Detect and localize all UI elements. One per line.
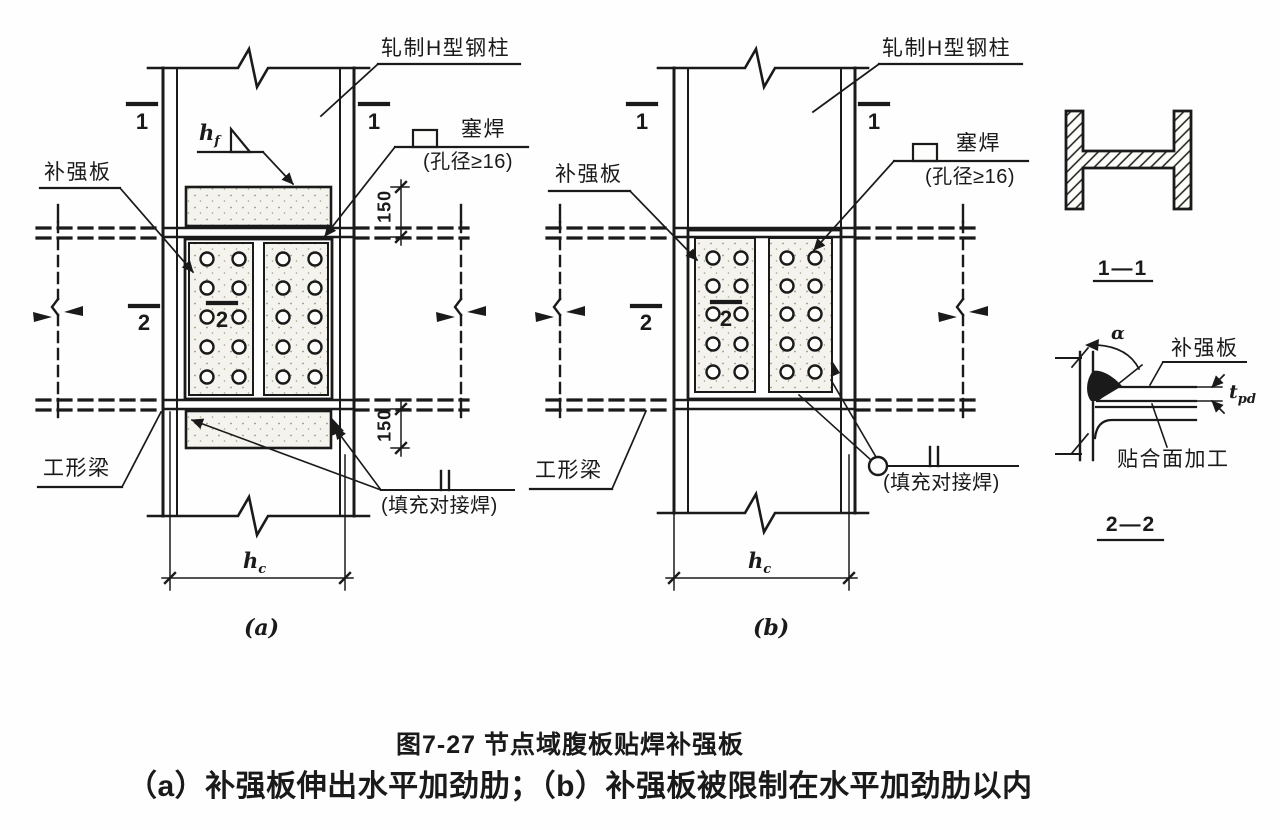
section-mark-1-left-a: 1: [135, 109, 149, 134]
angle-alpha-label: α: [1111, 323, 1125, 344]
column-flange-22: [1055, 346, 1095, 462]
section-mark-1-right-b: 1: [867, 109, 881, 134]
section-mark-1-left-b: 1: [635, 109, 649, 134]
hc-base: h: [243, 548, 259, 573]
dim-150-bottom-a: [390, 401, 410, 457]
label-plug-weld-note-b: (孔径≥16): [925, 166, 1016, 188]
subfigure-tag-a: (a): [244, 615, 280, 641]
dim-hc-b: [665, 454, 858, 591]
reinforce-plate-b: [686, 228, 843, 401]
column-b: [656, 45, 870, 536]
section-mark-bars-a: [125, 101, 391, 309]
parallel-weld-mark-icon: [928, 445, 940, 468]
dim-hc-a: [161, 411, 354, 591]
butt-weld-callout-a: [190, 418, 515, 492]
section-mark-1-right-a: 1: [367, 109, 381, 134]
dim-150-top-a: [390, 179, 410, 246]
hc-sub: c: [258, 562, 267, 578]
reinforce-plate-a: [183, 185, 344, 450]
beam-break-right-b: [938, 203, 988, 419]
label-weld-size-hf-a: hf: [199, 120, 220, 150]
dim-150-top-label-a: 150: [374, 189, 395, 223]
dim-tpd-22: [1195, 373, 1226, 415]
beam-break-right-a: [436, 203, 486, 419]
section-1-1-title: 1—1: [1097, 257, 1149, 280]
label-reinforce-plate-a: 补强板: [44, 161, 112, 184]
hf-sub: f: [214, 134, 220, 150]
section-mark-2-inner-b: 2: [719, 306, 733, 331]
label-plug-weld-b: 塞焊: [956, 132, 1001, 155]
column-callout-a: [319, 62, 522, 118]
section-2-2: [1055, 339, 1247, 542]
label-reinforce-plate-b: 补强板: [555, 163, 623, 186]
section-mark-2-inner-a: 2: [215, 307, 229, 332]
beam-callout-b: [528, 409, 648, 491]
label-butt-weld-b: (填充对接焊): [883, 472, 1000, 494]
section-mark-2-left-b: 2: [639, 310, 653, 335]
label-reinforce-plate-22: 补强板: [1171, 337, 1239, 360]
label-rolled-h-column-b: 轧制H型钢柱: [882, 37, 1012, 60]
plate-callout-b: [547, 189, 699, 262]
tpd-base: t: [1229, 381, 1238, 403]
label-i-beam-a: 工形梁: [43, 457, 111, 480]
dim-hc-label-b: hc: [748, 548, 772, 578]
beam-break-left-a: [33, 203, 83, 419]
plug-weld-holes-a: [199, 251, 323, 385]
dim-tpd-label: tpd: [1229, 381, 1256, 408]
section-mark-bars-b: [625, 101, 891, 309]
label-plug-weld-a: 塞焊: [461, 118, 506, 141]
label-butt-weld-a: (填充对接焊): [381, 495, 498, 517]
fillet-weld-symbol-a: [196, 125, 295, 186]
h-column-cross-section: [1064, 109, 1193, 211]
surface-callout-22: [1150, 402, 1169, 449]
column-web-22: [1093, 405, 1198, 440]
figure-caption-title: 图7-27 节点域腹板贴焊补强板: [396, 731, 744, 759]
figure-caption-subtitle: （a）补强板伸出水平加劲肋；（b）补强板被限制在水平加劲肋以内: [127, 770, 1033, 803]
beam-hidden-lines-b: [545, 226, 977, 412]
subfigure-tag-b: (b): [753, 615, 790, 641]
parallel-weld-mark-icon: [439, 469, 451, 492]
butt-weld-callout-b: [797, 378, 1019, 477]
beam-break-left-b: [535, 203, 585, 419]
column-callout-b: [811, 62, 1024, 114]
dim-hc-label-a: hc: [243, 548, 267, 578]
fillet-weld-22: [1087, 370, 1122, 401]
section-2-2-title: 2—2: [1105, 513, 1157, 536]
label-plug-weld-note-a: (孔径≥16): [423, 151, 514, 173]
column-a: [146, 45, 371, 539]
label-i-beam-b: 工形梁: [535, 459, 603, 482]
plug-weld-callout-b: [812, 142, 1030, 252]
hf-base: h: [199, 120, 215, 145]
beam-callout-a: [36, 410, 163, 489]
plate-callout-22: [1148, 360, 1247, 387]
section-1-1: [1064, 109, 1193, 283]
hc-base: h: [748, 548, 764, 573]
plug-weld-callout-a: [323, 128, 530, 238]
section-mark-2-left-a: 2: [137, 310, 151, 335]
diagram-a: [33, 45, 530, 591]
plug-weld-holes-b: [705, 250, 823, 380]
angle-annotation-22: [1085, 339, 1141, 371]
diagram-b: [528, 45, 1030, 591]
label-contact-surface-22: 贴合面加工: [1117, 448, 1230, 471]
hc-sub: c: [763, 562, 772, 578]
tpd-sub: pd: [1237, 391, 1256, 407]
dim-150-bottom-label-a: 150: [374, 408, 395, 442]
plate-callout-a: [38, 186, 195, 274]
label-rolled-h-column-a: 轧制H型钢柱: [381, 37, 511, 60]
